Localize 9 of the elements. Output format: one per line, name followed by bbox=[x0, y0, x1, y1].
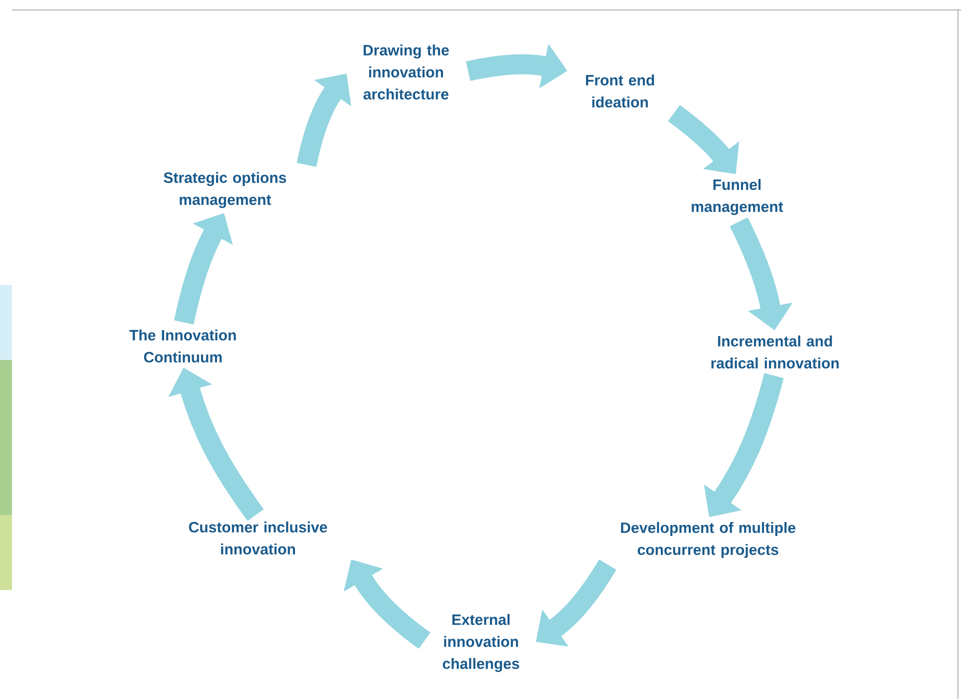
step-label: Customer inclusive innovation bbox=[189, 522, 328, 554]
step-label: External innovation challenges bbox=[442, 614, 520, 672]
step-label: Funnel management bbox=[692, 178, 784, 216]
step-label: The Innovation Continuum bbox=[129, 330, 236, 362]
step-label: Front end ideation bbox=[586, 74, 654, 108]
step-label: Drawing the innovation architecture bbox=[364, 44, 449, 100]
step-label: Strategic options management bbox=[164, 172, 286, 208]
step-label: Development of multiple concurrent projects bbox=[621, 522, 796, 558]
step-label: Incremental and radical innovation bbox=[711, 336, 839, 368]
